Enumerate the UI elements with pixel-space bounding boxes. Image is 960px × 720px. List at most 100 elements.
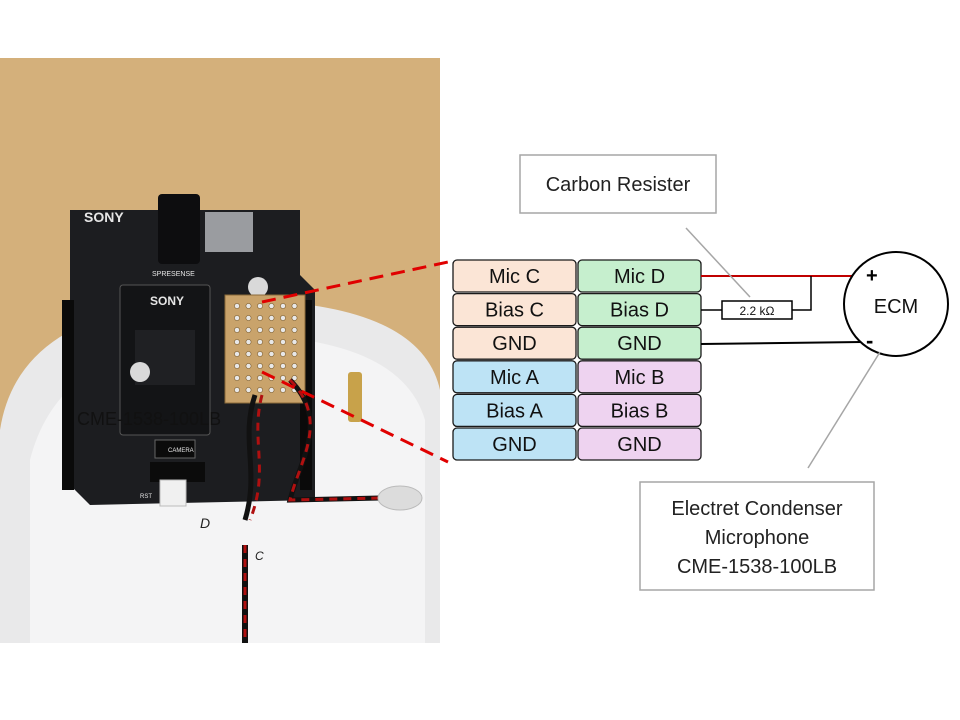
rst-label: RST: [140, 494, 152, 500]
perf-hole: [245, 387, 252, 393]
perf-hole: [280, 339, 286, 345]
perf-hole: [245, 375, 252, 381]
brass-standoff: [348, 372, 362, 422]
perf-hole: [291, 351, 298, 357]
pin-cell-left-3: [452, 360, 577, 394]
resistor-value: 2.2 kΩ: [740, 304, 775, 318]
pin-cell-left-2: [452, 326, 577, 360]
perf-hole: [257, 363, 263, 369]
pin-label-left-5: GND: [492, 434, 536, 456]
pin-cell-left-0: [452, 259, 577, 293]
ecm-label: ECM: [874, 296, 918, 318]
perf-hole: [268, 363, 275, 369]
pin-label-right-2: GND: [617, 333, 661, 355]
perf-hole: [245, 339, 252, 345]
resistor-callout-text: Carbon Resister: [546, 174, 691, 196]
pin-label-right-4: Bias B: [611, 400, 669, 422]
ecm-capsule-photo: [377, 485, 423, 511]
perf-hole: [234, 363, 240, 369]
perf-hole: [280, 303, 286, 309]
perf-hole: [234, 303, 240, 309]
board-logo: SONY: [84, 209, 124, 225]
camera-label: CAMERA: [168, 448, 194, 454]
resistor-callout-line: [685, 227, 751, 298]
perf-hole: [291, 303, 298, 309]
perf-hole: [280, 363, 286, 369]
perf-hole: [268, 327, 275, 333]
wire-black-1: [242, 394, 258, 521]
perf-hole: [257, 387, 263, 393]
audio-jack: [158, 194, 200, 264]
perf-hole: [268, 351, 275, 357]
handwritten-c: C: [255, 549, 264, 563]
perf-hole: [257, 351, 263, 357]
camera-socket: [150, 462, 205, 482]
perf-hole: [291, 327, 298, 333]
perf-hole: [257, 315, 263, 321]
pin-label-right-0: Mic D: [614, 266, 665, 288]
pin-label-left-0: Mic C: [489, 266, 540, 288]
ecm-plus: +: [866, 265, 878, 287]
perf-hole: [234, 315, 240, 321]
wire-red-2: [288, 378, 381, 502]
bias-wire-out: [792, 276, 812, 311]
pin-label-left-1: Bias C: [485, 300, 544, 322]
board-photo: SONY SONY SPRESENSE CAMERA RST D C CME-1…: [0, 58, 440, 643]
perf-hole: [280, 387, 286, 393]
perf-hole: [268, 339, 275, 345]
perf-hole: [234, 351, 240, 357]
mic-callout-line-1: Electret Condenser: [671, 498, 843, 520]
pin-cell-left-1: [452, 292, 577, 327]
perf-hole: [245, 351, 252, 357]
sd-card-slot: [205, 212, 253, 252]
perf-hole: [257, 339, 263, 345]
board-s-logo: [248, 277, 268, 297]
perf-hole: [291, 375, 298, 381]
mic-callout-line-2: Microphone: [705, 527, 810, 549]
perf-hole: [234, 387, 240, 393]
pin-cell-right-4: [577, 393, 702, 428]
perf-hole: [280, 315, 286, 321]
pin-label-right-1: Bias D: [610, 300, 669, 322]
perf-hole: [268, 315, 275, 321]
zoom-line-top: [261, 260, 449, 304]
perf-hole: [245, 303, 252, 309]
perf-hole: [291, 339, 298, 345]
pin-cell-right-5: [577, 427, 702, 461]
pin-label-left-3: Mic A: [490, 367, 540, 389]
pin-cell-left-5: [452, 427, 577, 461]
ecm-symbol: [843, 251, 949, 357]
perf-hole: [257, 327, 263, 333]
ecm-minus: -: [866, 328, 873, 353]
module-logo: SONY: [150, 294, 184, 308]
perf-hole: [280, 375, 286, 381]
perf-hole: [234, 339, 240, 345]
perf-hole: [245, 363, 252, 369]
pin-label-right-3: Mic B: [615, 367, 665, 389]
mic-callout-line-3: CME-1538-100LB: [677, 556, 837, 578]
overlay-caption: CME-1538-100LB: [77, 409, 221, 429]
pin-label-left-2: GND: [492, 333, 536, 355]
pin-cell-left-4: [452, 393, 577, 428]
perf-hole: [280, 327, 286, 333]
board-name: SPRESENSE: [152, 271, 195, 278]
perf-hole: [291, 315, 298, 321]
ground-wire: [700, 341, 863, 345]
wire-red-1: [248, 394, 264, 521]
perf-hole: [245, 327, 252, 333]
pin-label-right-5: GND: [617, 434, 661, 456]
resistor-callout-box: [519, 154, 717, 214]
perf-hole: [234, 327, 240, 333]
perf-hole: [234, 375, 240, 381]
mic-callout-box: [639, 481, 875, 591]
perf-hole: [268, 303, 275, 309]
pin-cell-right-3: [577, 360, 702, 394]
zoom-line-bottom: [261, 370, 449, 464]
perf-hole: [257, 375, 263, 381]
camera-connector: [154, 439, 196, 459]
perf-hole: [280, 351, 286, 357]
module-s-logo: [130, 362, 150, 382]
mic-callout-line: [807, 351, 881, 469]
